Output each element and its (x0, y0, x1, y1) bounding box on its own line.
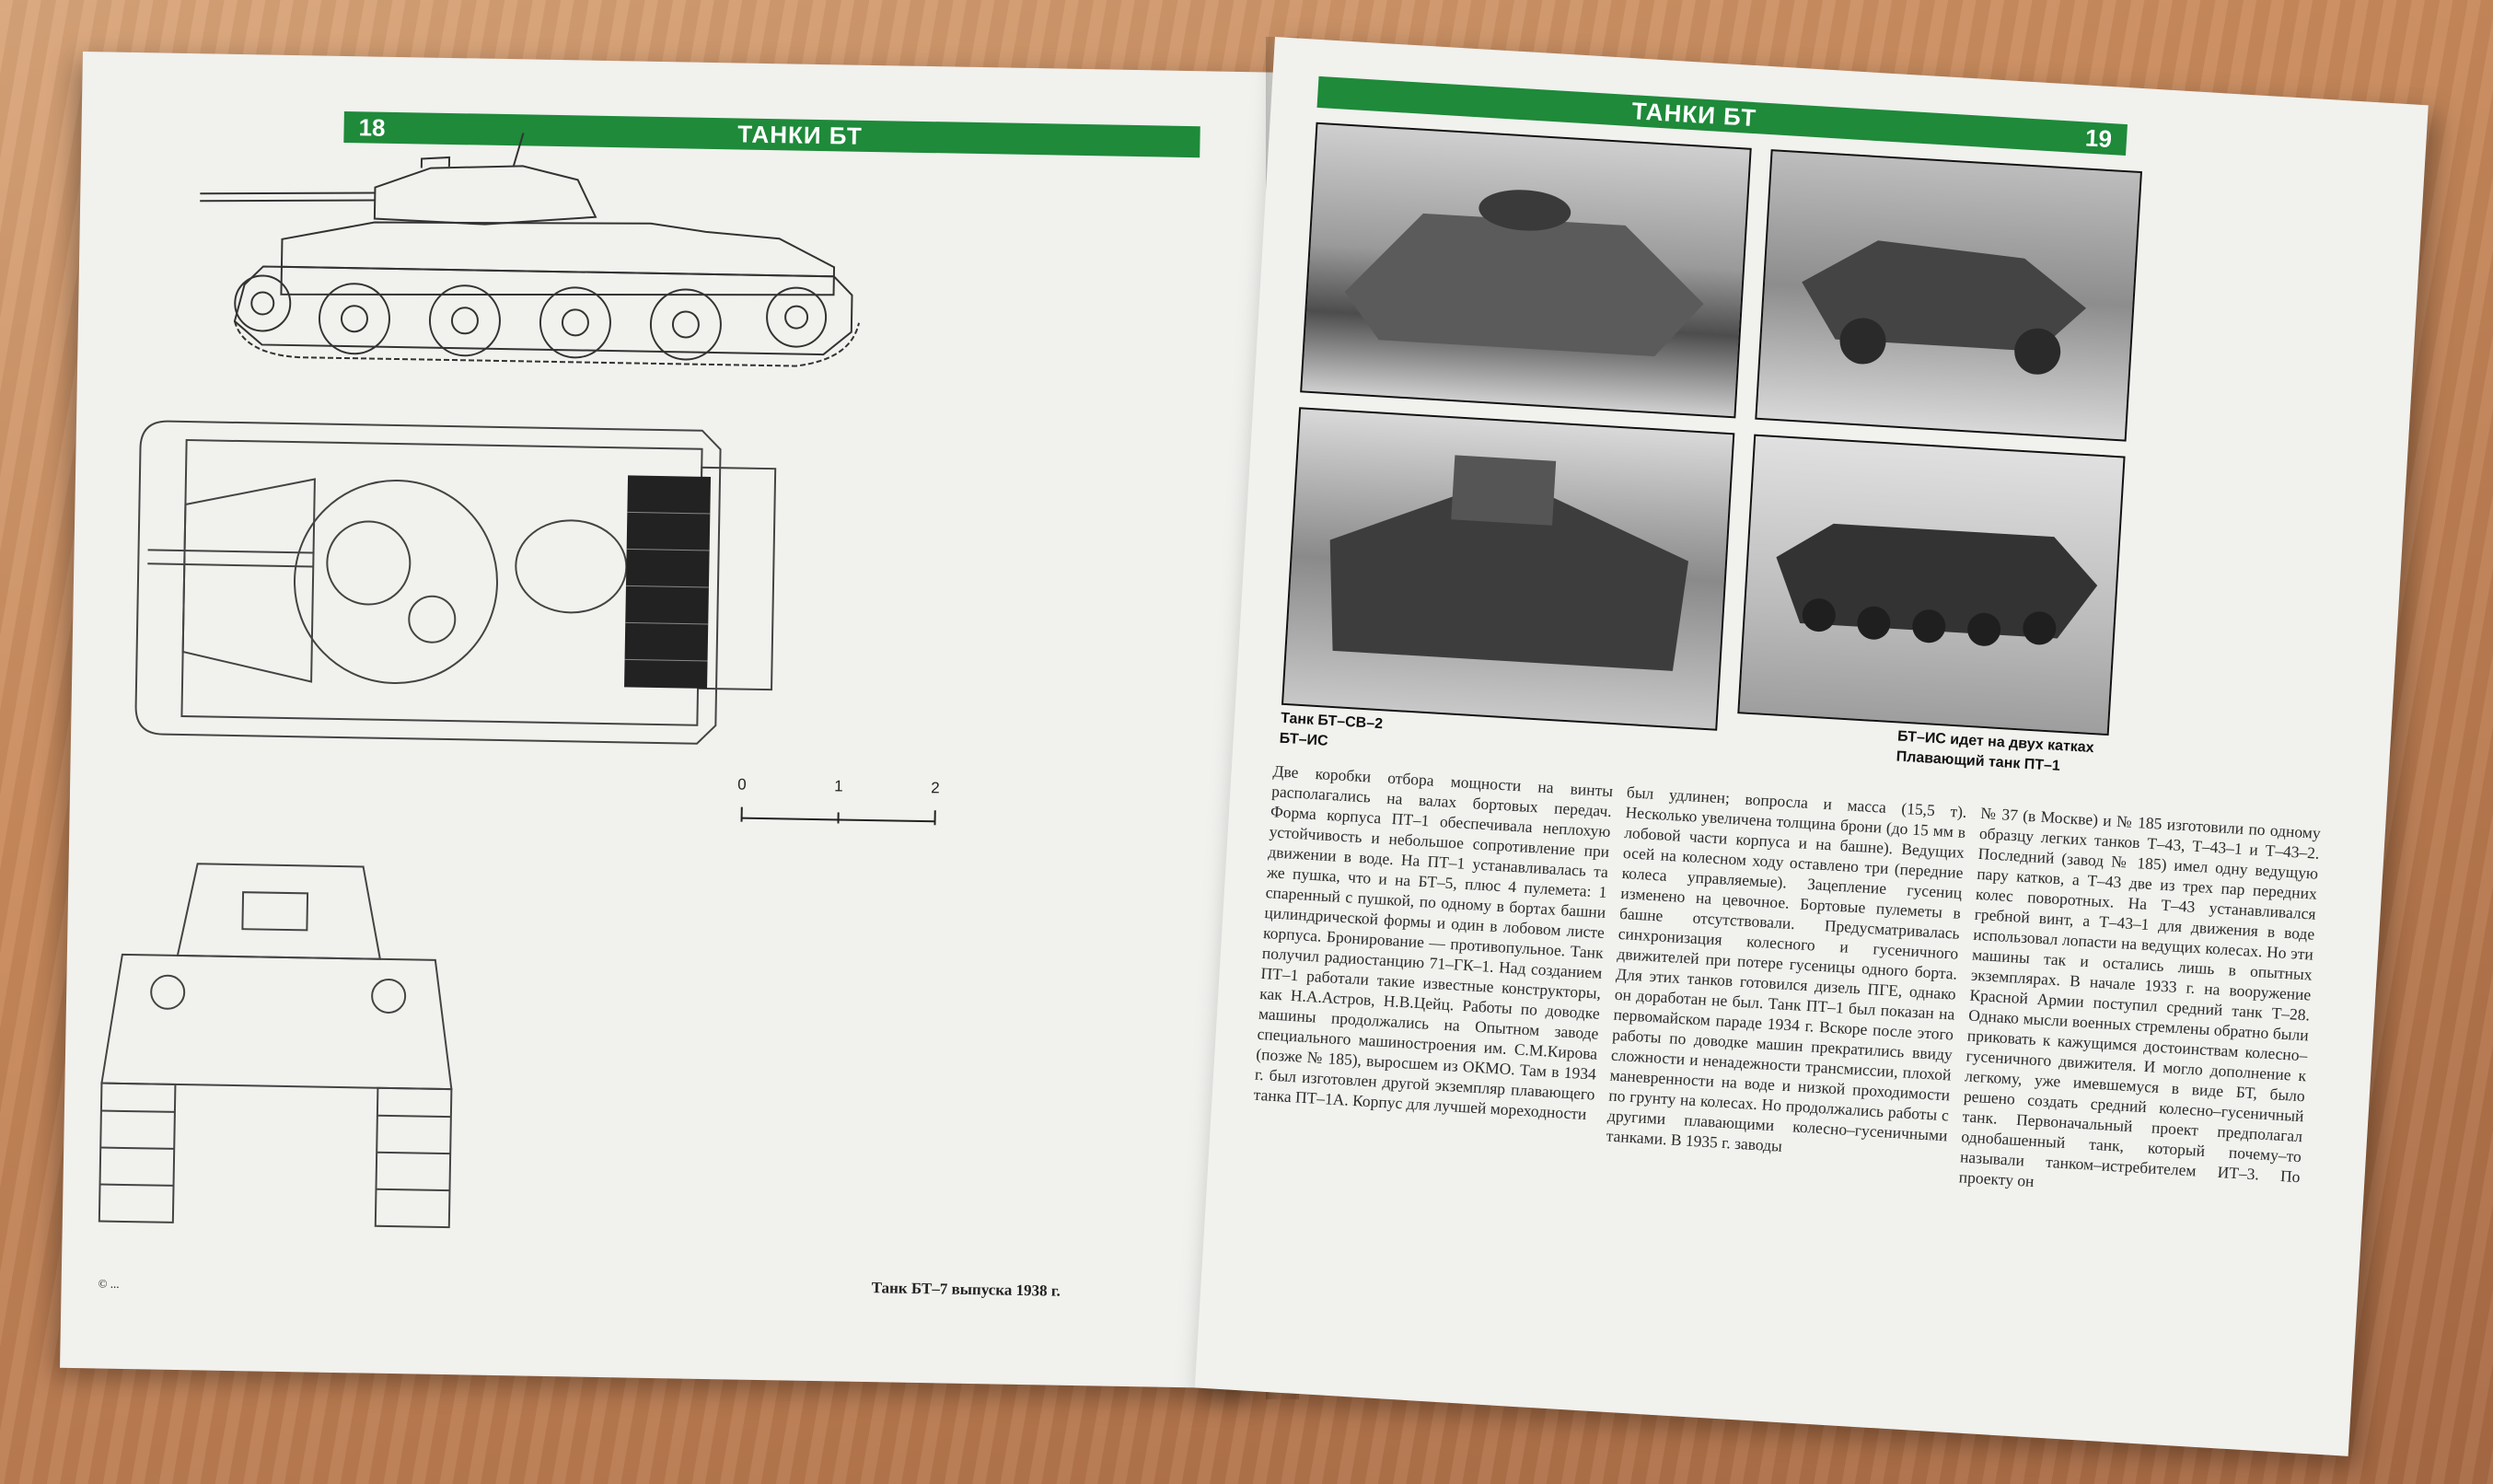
photo-pt1-amphibious (1737, 434, 2126, 736)
tank-front-view-drawing (98, 863, 453, 1229)
photo-caption-left-2: БТ–ИС (1279, 730, 1329, 749)
scale-label-1: 1 (834, 777, 843, 795)
right-page-number: 19 (2084, 122, 2113, 153)
right-page: ТАНКИ БТ 19 Танк БТ–СВ–2 БТ–ИС БТ–ИС иде… (1194, 37, 2429, 1456)
drawing-caption: Танк БТ–7 выпуска 1938 г. (871, 1279, 1061, 1300)
photo-bt-is-two-wheels (1755, 149, 2142, 442)
scale-label-0: 0 (737, 775, 747, 794)
tank-side-view-drawing (200, 133, 860, 367)
text-column-2: был удлинен; вопросла и масса (15,5 т). … (1606, 783, 1967, 1155)
scale-label-2: 2 (931, 779, 940, 797)
text-column-3: № 37 (в Москве) и № 185 изготовили по од… (1958, 803, 2322, 1191)
photo-bt-is-front (1281, 407, 1735, 731)
scale-bar (740, 806, 936, 826)
photo-bt-sv2 (1300, 122, 1752, 419)
credit-line: © ... (98, 1276, 120, 1291)
tank-top-view-drawing (134, 420, 777, 745)
text-column-1: Две коробки отбора мощности на винты рас… (1253, 761, 1614, 1124)
photo-caption-left-1: Танк БТ–СВ–2 (1280, 710, 1384, 733)
left-page: 18 ТАНКИ БТ (60, 52, 1280, 1389)
